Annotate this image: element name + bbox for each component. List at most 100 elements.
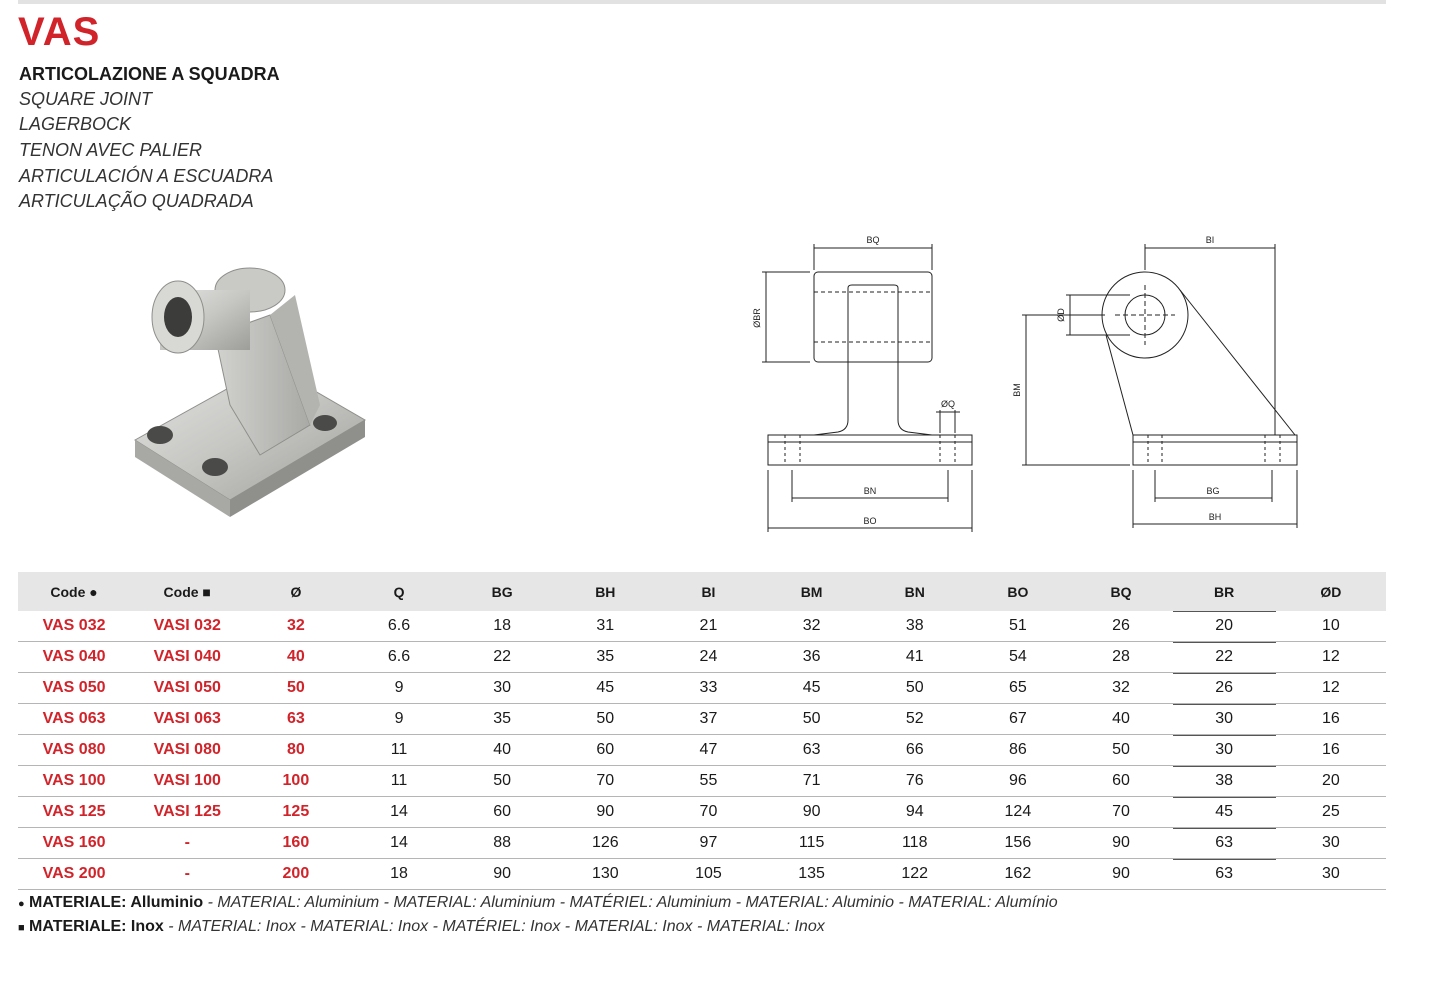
table-cell: 130 <box>553 858 657 890</box>
overline <box>1172 673 1276 674</box>
overline <box>1172 642 1276 643</box>
table-cell: 63 <box>1172 858 1276 890</box>
table-cell: 9 <box>347 703 451 735</box>
table-cell: 55 <box>656 765 761 797</box>
table-cell: VAS 050 <box>18 672 131 704</box>
table-cell: - <box>130 858 245 890</box>
table-cell: 14 <box>347 796 451 828</box>
column-header: BR <box>1172 572 1276 611</box>
table-cell: 11 <box>347 734 451 766</box>
table-cell: 28 <box>1069 641 1173 673</box>
overline <box>1172 611 1276 612</box>
column-header: BO <box>966 572 1070 611</box>
table-cell: 88 <box>450 827 554 859</box>
table-cell: VASI 050 <box>130 672 245 704</box>
table-cell: 118 <box>863 827 967 859</box>
table-cell: 47 <box>656 734 761 766</box>
table-cell: 60 <box>1069 765 1173 797</box>
table-cell: 105 <box>656 858 761 890</box>
overline <box>1172 766 1276 767</box>
dim-label-bh: BH <box>1209 512 1222 522</box>
note-inox-bold: MATERIALE: Inox <box>29 918 164 935</box>
table-cell: 115 <box>760 827 864 859</box>
table-cell: 50 <box>1069 734 1173 766</box>
top-rule <box>18 0 1386 4</box>
table-cell: 76 <box>863 765 967 797</box>
table-cell: 63 <box>1172 827 1276 859</box>
table-cell: 18 <box>450 611 554 642</box>
table-cell: VAS 200 <box>18 858 131 890</box>
table-cell: 16 <box>1275 734 1386 766</box>
table-cell: VAS 160 <box>18 827 131 859</box>
table-cell: VASI 040 <box>130 641 245 673</box>
column-header: BQ <box>1069 572 1173 611</box>
table-cell: 30 <box>1275 827 1386 859</box>
table-cell: 35 <box>450 703 554 735</box>
table-cell-value: 63 <box>1215 865 1234 882</box>
table-cell: 60 <box>553 734 657 766</box>
table-cell-value: 20 <box>1215 617 1234 634</box>
table-cell: 40 <box>244 641 348 673</box>
title-english: SQUARE JOINT <box>19 89 153 109</box>
overline <box>1172 797 1276 798</box>
dim-label-bn: BN <box>864 486 877 496</box>
table-cell: 45 <box>553 672 657 704</box>
table-cell: VAS 100 <box>18 765 131 797</box>
overline <box>1172 828 1276 829</box>
table-cell: 14 <box>347 827 451 859</box>
column-header: BN <box>863 572 967 611</box>
table-cell: 32 <box>1069 672 1173 704</box>
table-cell: 90 <box>553 796 657 828</box>
title-portuguese: ARTICULAÇÃO QUADRADA <box>19 191 254 211</box>
table-cell: 25 <box>1275 796 1386 828</box>
table-cell: 160 <box>244 827 348 859</box>
table-cell: 94 <box>863 796 967 828</box>
table-cell: 63 <box>244 703 348 735</box>
table-cell: 50 <box>863 672 967 704</box>
title-french: TENON AVEC PALIER <box>19 140 203 160</box>
table-cell: 30 <box>1275 858 1386 890</box>
table-cell: 80 <box>244 734 348 766</box>
table-cell: 156 <box>966 827 1070 859</box>
column-header: BM <box>760 572 864 611</box>
table-cell: 12 <box>1275 672 1386 704</box>
note-aluminium: ●MATERIALE: Alluminio - MATERIAL: Alumin… <box>18 891 1058 915</box>
material-notes: ●MATERIALE: Alluminio - MATERIAL: Alumin… <box>18 891 1058 939</box>
table-cell: 30 <box>1172 734 1276 766</box>
table-cell: 35 <box>553 641 657 673</box>
title-german: LAGERBOCK <box>19 114 132 134</box>
round-marker-icon: ● <box>18 898 25 910</box>
table-cell: 60 <box>450 796 554 828</box>
overline <box>1172 735 1276 736</box>
column-header: BG <box>450 572 554 611</box>
table-cell: 122 <box>863 858 967 890</box>
dim-label-bq: BQ <box>866 235 879 245</box>
table-cell: 16 <box>1275 703 1386 735</box>
technical-drawing: BQ ØBR ØQ BN BO BI ØD BM BG BH <box>752 235 1298 532</box>
table-cell: 90 <box>450 858 554 890</box>
column-header: Ø <box>244 572 348 611</box>
table-cell: 51 <box>966 611 1070 642</box>
table-cell: 22 <box>450 641 554 673</box>
table-cell: VAS 063 <box>18 703 131 735</box>
table-cell: 200 <box>244 858 348 890</box>
table-cell: 20 <box>1275 765 1386 797</box>
table-cell: 9 <box>347 672 451 704</box>
dim-label-bm: BM <box>1012 383 1022 397</box>
table-cell: 97 <box>656 827 761 859</box>
product-photo <box>134 267 366 517</box>
table-cell: 32 <box>244 611 348 642</box>
table-cell: 66 <box>863 734 967 766</box>
table-cell: 31 <box>553 611 657 642</box>
table-cell: VASI 063 <box>130 703 245 735</box>
table-cell: 100 <box>244 765 348 797</box>
table-cell: 6.6 <box>347 611 451 642</box>
